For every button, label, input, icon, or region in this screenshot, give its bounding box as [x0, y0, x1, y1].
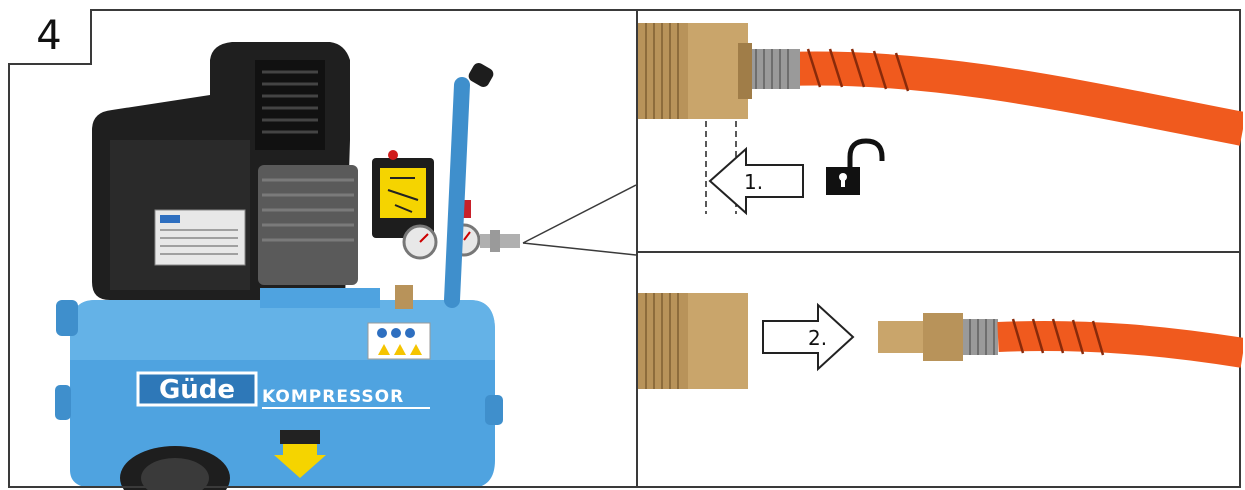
callout-line-upper — [522, 184, 637, 244]
push-in-arrow-icon — [762, 302, 855, 372]
step-number-box: 4 — [8, 9, 92, 65]
model-label-text: KOMPRESSOR — [262, 387, 404, 407]
detail-panel-unlock: 1. — [636, 9, 1243, 253]
plug-nipple — [878, 313, 998, 361]
step1-label: 1. — [744, 170, 763, 194]
cylinder-head — [258, 165, 380, 308]
drain-arrow-sticker — [274, 430, 326, 478]
figure-frame — [8, 9, 1241, 488]
unlocked-padlock-icon — [826, 138, 885, 195]
brass-fitting — [395, 285, 413, 309]
hose — [997, 320, 1243, 368]
callout-line-lower — [522, 242, 637, 256]
outlet-coupler — [480, 230, 520, 252]
pull-back-arrow-icon — [708, 146, 804, 216]
threaded-nipple — [750, 49, 800, 89]
brand-logo-text: Güde — [159, 375, 235, 405]
coupler-socket — [638, 293, 748, 389]
detail-connect-illustration: 2. — [638, 293, 1243, 389]
step2-label: 2. — [808, 326, 827, 350]
hose — [787, 51, 1243, 146]
detail-panel-connect: 2. — [636, 253, 1243, 488]
detail-unlock-illustration: 1. — [638, 23, 1243, 216]
step-number: 4 — [36, 13, 62, 59]
warning-stickers — [367, 322, 431, 360]
quick-coupler — [638, 23, 752, 119]
carry-handle — [444, 63, 494, 308]
brand-plate: Güde KOMPRESSOR — [136, 371, 430, 409]
pressure-switch — [372, 150, 434, 238]
